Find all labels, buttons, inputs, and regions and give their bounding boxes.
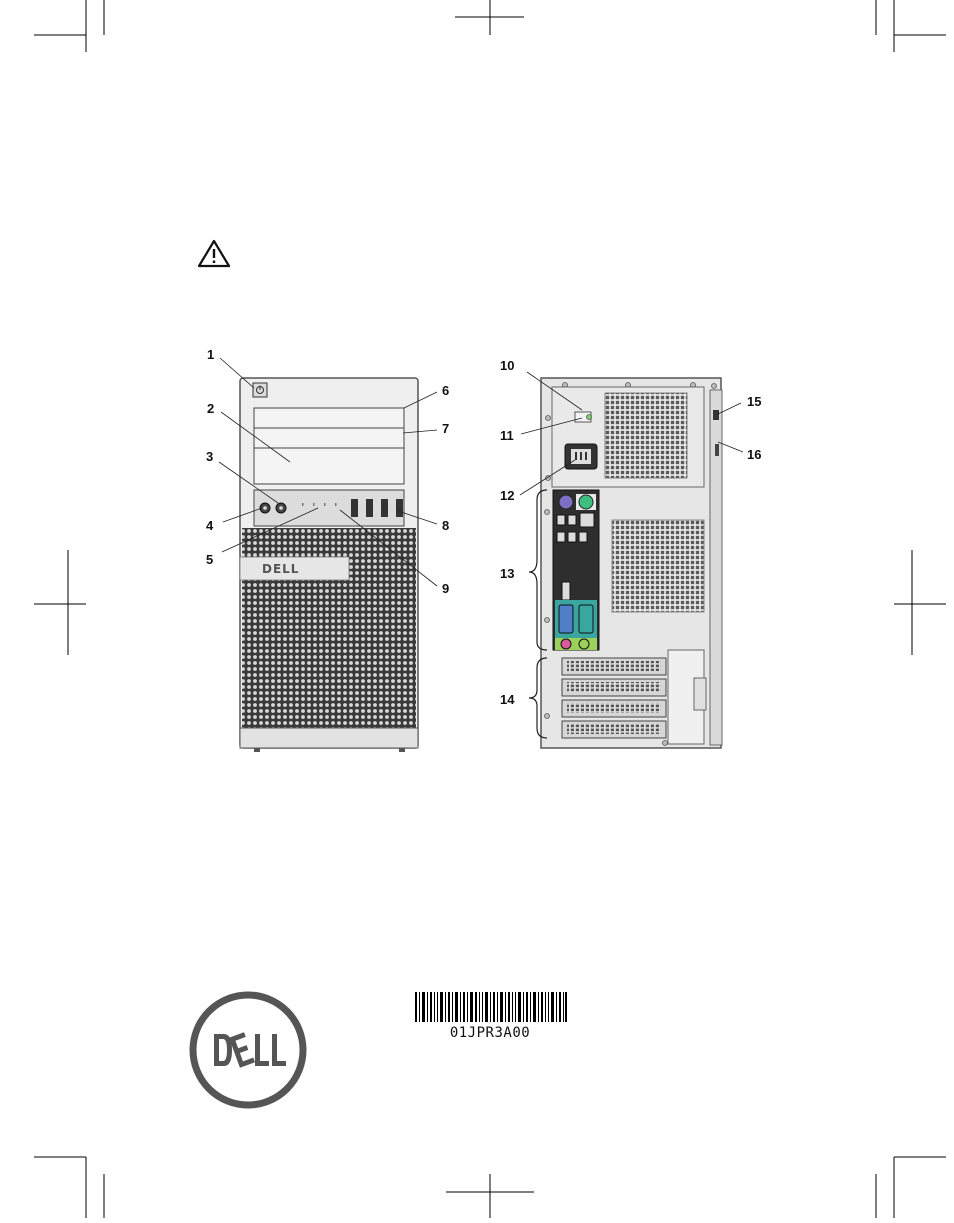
callout-12: 12 — [500, 488, 514, 503]
line-in-connector — [561, 639, 571, 649]
callout-14: 14 — [500, 692, 515, 707]
power-connector — [565, 444, 597, 469]
power-supply-fan-vent — [605, 393, 687, 478]
callout-7: 7 — [442, 421, 449, 436]
chassis-vent — [612, 520, 704, 612]
optical-drive-bay — [254, 428, 404, 448]
dell-logo-icon — [193, 995, 303, 1105]
callout-6: 6 — [442, 383, 449, 398]
network-connector — [580, 513, 594, 527]
warning-triangle-icon — [199, 241, 229, 266]
barcode-number: 01JPR3A00 — [410, 1025, 570, 1041]
callout-2: 2 — [207, 401, 214, 416]
callout-5: 5 — [206, 552, 213, 567]
callout-3: 3 — [206, 449, 213, 464]
ps2-keyboard-connector — [579, 495, 593, 509]
callout-15: 15 — [747, 394, 761, 409]
front-dell-logo: DELL — [262, 562, 299, 576]
microphone-connector — [276, 503, 286, 513]
back-panel-connectors — [553, 490, 599, 650]
drive-bay-panel — [254, 448, 404, 484]
serial-connector — [579, 605, 593, 633]
usb-port — [557, 515, 565, 525]
callout-10: 10 — [500, 358, 514, 373]
usb-port — [579, 532, 587, 542]
vga-connector — [559, 605, 573, 633]
callout-4: 4 — [206, 518, 214, 533]
computer-front-view: DELL — [240, 378, 418, 752]
optical-drive-bay-top — [254, 408, 404, 428]
ps2-mouse-connector — [559, 495, 573, 509]
usb-port — [568, 515, 576, 525]
displayport-connector — [562, 582, 570, 600]
barcode — [415, 992, 567, 1022]
line-out-connector — [579, 639, 589, 649]
security-cable-slot — [713, 410, 719, 420]
power-button — [253, 383, 267, 397]
callout-16: 16 — [747, 447, 761, 462]
callout-11: 11 — [500, 428, 514, 443]
callout-8: 8 — [442, 518, 449, 533]
usb-port — [557, 532, 565, 542]
usb-port — [568, 532, 576, 542]
computer-back-view — [541, 378, 722, 748]
callout-9: 9 — [442, 581, 449, 596]
power-supply-diagnostic-light — [587, 415, 592, 420]
padlock-ring — [715, 444, 719, 456]
callout-1: 1 — [207, 347, 214, 362]
callout-13: 13 — [500, 566, 514, 581]
